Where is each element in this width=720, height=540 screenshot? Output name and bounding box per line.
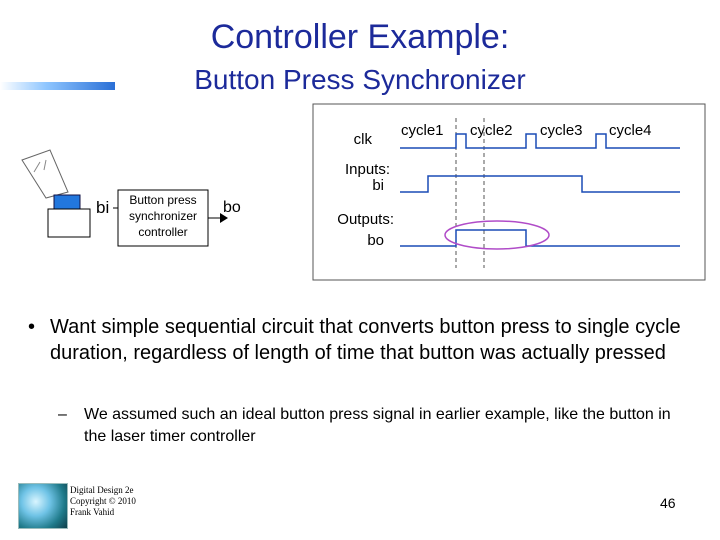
page-number: 46	[660, 495, 676, 511]
button-cap	[53, 194, 81, 210]
controller-label-line1: Button press	[129, 193, 196, 207]
accent-bar	[0, 82, 115, 90]
slide-title: Controller Example:	[210, 18, 510, 56]
sub-bullet-marker: –	[58, 406, 67, 423]
cycle-label-3: cycle3	[540, 122, 583, 139]
output-label-bo: bo	[223, 199, 241, 216]
footer-credit: Digital Design 2e Copyright © 2010 Frank…	[70, 485, 136, 518]
controller-label-line2: synchronizer	[129, 209, 197, 223]
bullet-main-text: Want simple sequential circuit that conv…	[50, 316, 681, 364]
timing-label-clk: clk	[354, 131, 373, 148]
timing-label-inputs: Inputs:	[345, 161, 390, 178]
input-label-bi: bi	[96, 198, 109, 217]
timing-label-bi: bi	[372, 177, 384, 194]
footer-credit-line2: Copyright © 2010	[70, 496, 136, 506]
button-base	[47, 208, 91, 238]
synchronizer-diagram: bi Button press synchronizer controller …	[21, 103, 706, 281]
controller-label-line3: controller	[138, 225, 187, 239]
bi-waveform	[400, 175, 680, 193]
bo-waveform	[400, 229, 680, 247]
cycle-label-4: cycle4	[609, 122, 652, 139]
timing-label-bo: bo	[367, 232, 384, 249]
bullet-marker: •	[28, 316, 36, 338]
slide-subtitle: Button Press Synchronizer	[194, 64, 526, 95]
clk-waveform	[400, 133, 680, 149]
footer-cover-image	[18, 483, 68, 529]
pulse-highlight-ellipse	[444, 220, 550, 250]
bullet-sub-text: We assumed such an ideal button press si…	[84, 406, 671, 445]
footer-credit-line1: Digital Design 2e	[70, 485, 134, 495]
timing-label-outputs: Outputs:	[337, 211, 394, 228]
output-arrow-icon	[220, 213, 228, 223]
finger-icon	[21, 149, 69, 199]
cycle-label-1: cycle1	[401, 122, 444, 139]
footer-credit-line3: Frank Vahid	[70, 507, 115, 517]
cycle-label-2: cycle2	[470, 122, 513, 139]
